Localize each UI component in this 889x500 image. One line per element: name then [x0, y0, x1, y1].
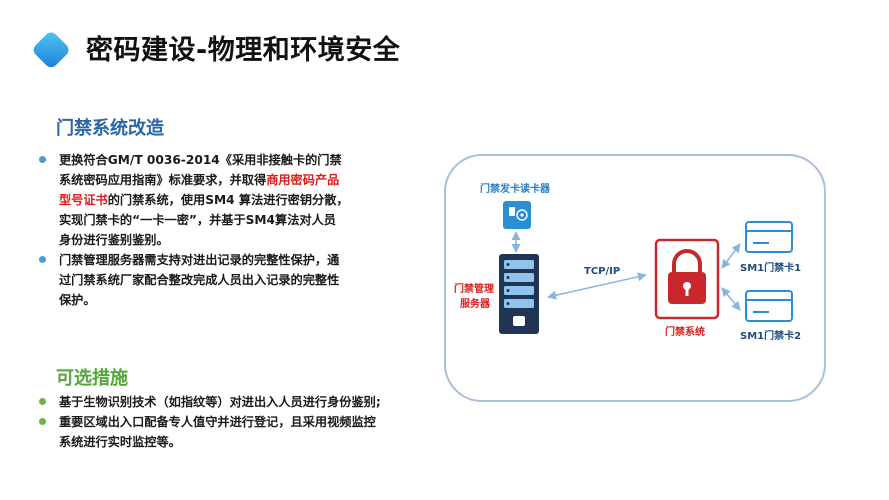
highlight-text: 商用密码产品 — [266, 173, 340, 187]
bullet-text: 身份进行鉴别鉴别。 — [59, 233, 169, 247]
card-2-icon — [745, 290, 793, 322]
lock-icon — [654, 238, 720, 320]
bullet-item: 重要区域出入口配备专人值守并进行登记，且采用视频监控 系统进行实时监控等。 — [38, 412, 418, 452]
card-reader-label: 门禁发卡读卡器 — [480, 184, 550, 195]
card-2-label: SM1门禁卡2 — [740, 331, 802, 342]
bullet-text: 保护。 — [59, 293, 96, 307]
bullet-item: 基于生物识别技术（如指纹等）对进出入人员进行身份鉴别; — [38, 392, 418, 412]
card-1-icon — [745, 221, 793, 253]
protocol-label: TCP/IP — [584, 266, 621, 277]
bullet-text: 实现门禁卡的“一卡一密”，并基于SM4算法对人员 — [59, 213, 336, 227]
bullet-text: 系统进行实时监控等。 — [59, 435, 181, 449]
bullet-text: 过门禁系统厂家配合整改完成人员出入记录的完整性 — [59, 273, 340, 287]
bullet-text: 重要区域出入口配备专人值守并进行登记，且采用视频监控 — [59, 415, 376, 429]
page-title: 密码建设-物理和环境安全 — [86, 35, 401, 66]
optional-measures-bullet-list: 基于生物识别技术（如指纹等）对进出入人员进行身份鉴别; 重要区域出入口配备专人值… — [38, 392, 418, 452]
bullet-item: 更换符合GM/T 0036-2014《采用非接触卡的门禁 系统密码应用指南》标准… — [38, 150, 378, 250]
access-system-label: 门禁系统 — [665, 327, 705, 338]
bullet-text: 更换符合GM/T 0036-2014《采用非接触卡的门禁 — [59, 153, 342, 167]
system-card2-connector — [721, 287, 741, 311]
card-reader-icon — [503, 201, 531, 229]
bullet-text: 的门禁系统，使用SM4 算法进行密钥分散， — [107, 193, 349, 207]
system-card1-connector — [721, 243, 741, 269]
server-label-line-2: 服务器 — [460, 299, 490, 310]
bullet-text: 基于生物识别技术（如指纹等）对进出入人员进行身份鉴别; — [59, 395, 381, 409]
card-1-label: SM1门禁卡1 — [740, 263, 802, 274]
server-icon — [499, 254, 539, 334]
highlight-text: 型号证书 — [59, 193, 108, 207]
logo-diamond-icon — [33, 32, 69, 68]
server-system-connector — [547, 272, 647, 300]
section-title-access-control: 门禁系统改造 — [56, 118, 164, 139]
bullet-text: 门禁管理服务器需支持对进出记录的完整性保护，通 — [59, 253, 340, 267]
access-control-bullet-list: 更换符合GM/T 0036-2014《采用非接触卡的门禁 系统密码应用指南》标准… — [38, 150, 378, 310]
access-control-diagram: 门禁发卡读卡器 门禁管理 服务器 TCP/IP 门禁系统 SM1门禁卡1 SM1… — [444, 154, 826, 402]
server-label-line-1: 门禁管理 — [454, 284, 494, 295]
bullet-item: 门禁管理服务器需支持对进出记录的完整性保护，通 过门禁系统厂家配合整改完成人员出… — [38, 250, 378, 310]
bullet-text: 系统密码应用指南》标准要求，并取得 — [59, 173, 267, 187]
section-title-optional-measures: 可选措施 — [56, 368, 128, 389]
